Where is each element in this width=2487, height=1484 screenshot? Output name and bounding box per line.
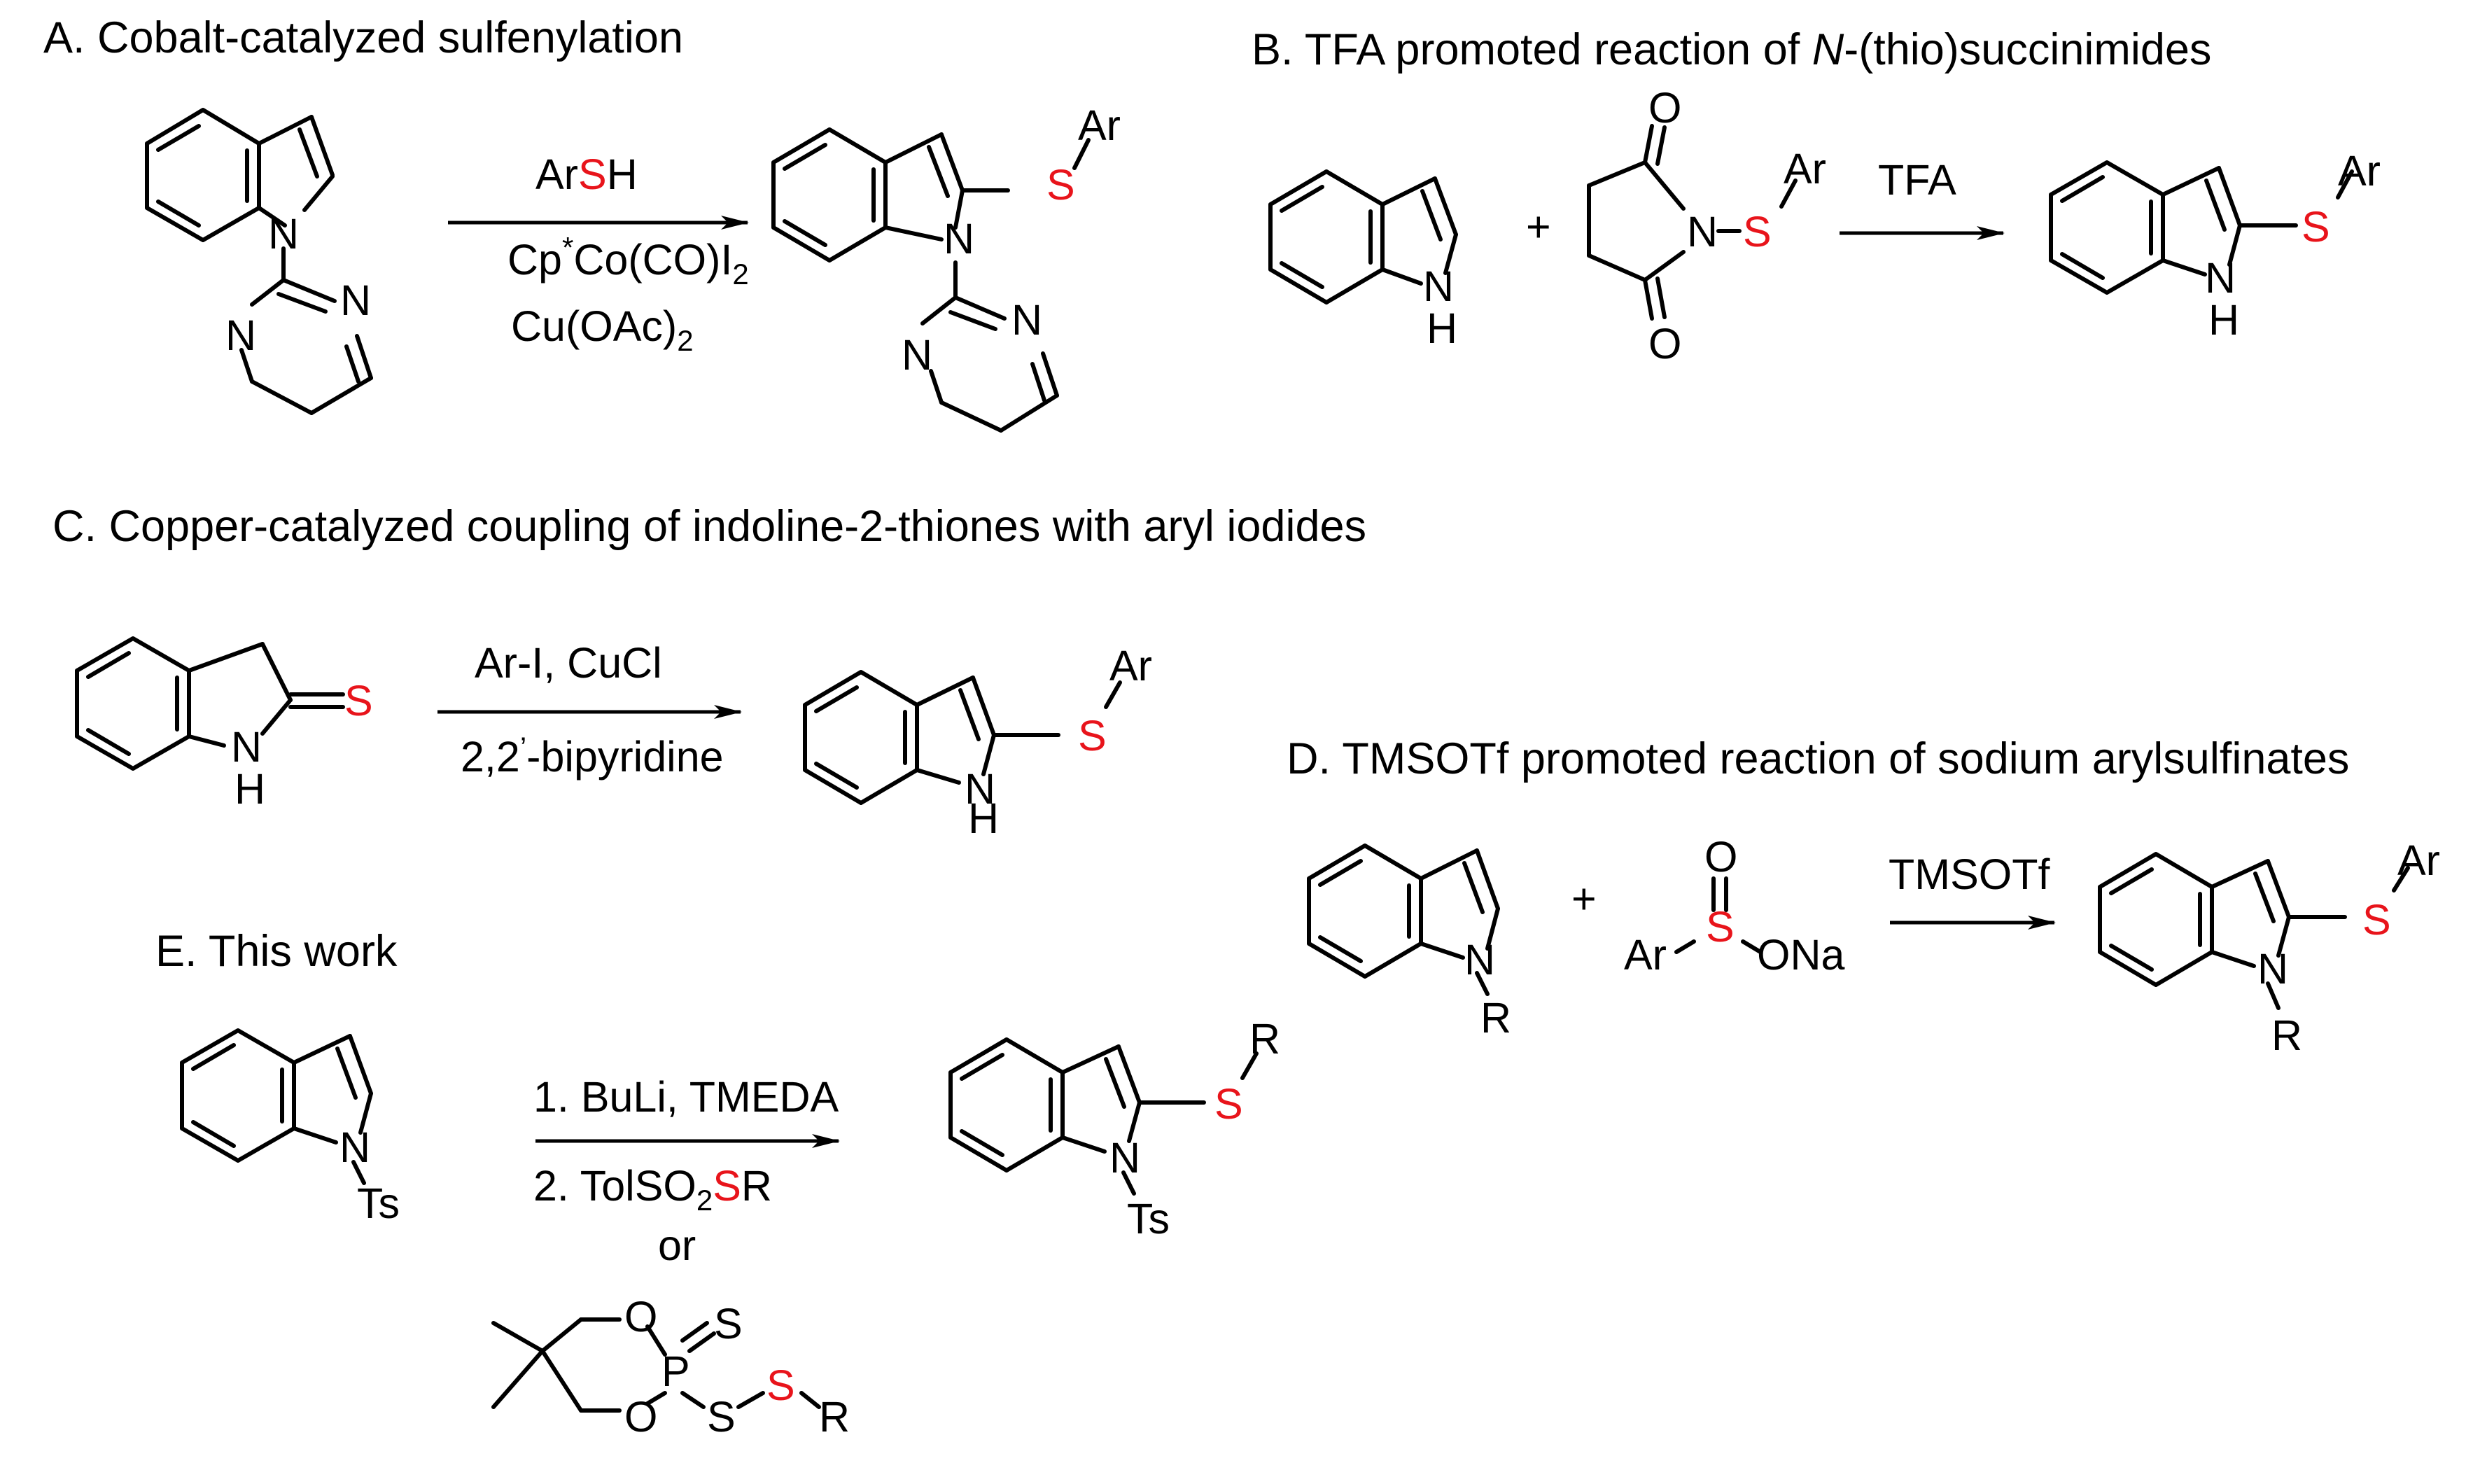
panel-b-indole-n: N	[1423, 262, 1454, 310]
panel-b-title: B. TFA promoted reaction of N-(thio)succ…	[1252, 25, 2211, 74]
panel-b-product-ar: Ar	[2338, 147, 2381, 195]
panel-d-sulfinate-o: O	[1704, 833, 1737, 881]
panel-a-reagent-copper: Cu(OAc)2	[511, 302, 694, 357]
panel-b-succinimide-o-bottom: O	[1648, 320, 1681, 368]
panel-b-product-n: N	[2205, 254, 2236, 302]
panel-c-product-ar: Ar	[1109, 642, 1152, 690]
panel-e-alt-reagent-structure	[491, 1317, 821, 1413]
panel-d-title: D. TMSOTf promoted reaction of sodium ar…	[1287, 734, 2349, 783]
panel-d-product-structure	[2098, 852, 2410, 1010]
panel-d-product-n: N	[2257, 945, 2288, 993]
panel-e-title: E. This work	[155, 927, 398, 976]
panel-e-product-r: R	[1249, 1015, 1280, 1063]
panel-b-indole-structure	[1268, 169, 1458, 304]
panel-e-product-s: S	[1214, 1080, 1243, 1128]
panel-c-product-s: S	[1078, 712, 1107, 760]
panel-d-sulfinate-ar: Ar	[1624, 931, 1667, 979]
panel-d-product-ar: Ar	[2397, 836, 2440, 884]
panel-e-reactant-ts: Ts	[357, 1180, 400, 1227]
panel-c-product-structure	[803, 670, 1122, 805]
panel-a-reactant-structure	[145, 108, 373, 415]
panel-a-reagent-cobalt: Cp*Co(CO)I2	[507, 231, 749, 290]
panel-a-product-n3: N	[1011, 296, 1042, 344]
panel-d-indole-r: R	[1480, 994, 1511, 1042]
panel-c-product-h: H	[968, 794, 999, 842]
panel-b-succinimide-n: N	[1687, 208, 1718, 255]
panel-d-indole-n: N	[1464, 936, 1495, 983]
panel-e-reactant-structure	[180, 1028, 373, 1185]
panel-e: E. This work N Ts 1. BuLi, TMEDA 2. TolS…	[155, 927, 1280, 1441]
panel-d-plus: +	[1571, 875, 1597, 923]
panel-e-alt-s-1: S	[707, 1393, 736, 1441]
panel-d-product-r: R	[2271, 1011, 2302, 1059]
panel-d-sulfinate-structure	[1674, 876, 1763, 954]
panel-c-product-n: N	[965, 765, 995, 813]
panel-e-alt-s-2: S	[766, 1362, 795, 1409]
panel-a-product-n2: N	[902, 331, 932, 379]
panel-e-alt-o-bottom: O	[624, 1393, 657, 1441]
panel-e-step-1: 1. BuLi, TMEDA	[533, 1073, 839, 1121]
panel-b-succinimide-structure	[1587, 124, 1798, 321]
panel-c-reagent-1: Ar-I, CuCl	[475, 639, 662, 687]
panel-e-alt-r: R	[819, 1393, 850, 1441]
panel-a-product-n1: N	[944, 215, 974, 262]
panel-d-reagent-tmsotf: TMSOTf	[1889, 850, 2050, 898]
panel-c-title: C. Copper-catalyzed coupling of indoline…	[52, 502, 1366, 551]
panel-a-reactant-n1: N	[268, 210, 299, 258]
panel-c-reactant-structure	[75, 636, 345, 771]
panel-d-product-s: S	[2362, 896, 2391, 944]
panel-e-reactant-n: N	[339, 1124, 370, 1171]
panel-b: B. TFA promoted reaction of N-(thio)succ…	[1252, 25, 2381, 368]
panel-e-product-ts: Ts	[1127, 1195, 1170, 1242]
panel-b-succinimide-o-top: O	[1648, 84, 1681, 132]
panel-a-product-s: S	[1046, 161, 1075, 209]
panel-d-sulfinate-ona: ONa	[1757, 931, 1845, 979]
panel-c-reactant-n: N	[231, 723, 262, 771]
panel-c: C. Copper-catalyzed coupling of indoline…	[52, 502, 1366, 842]
panel-d-sulfinate-s: S	[1706, 903, 1735, 951]
panel-e-alt-o-top: O	[624, 1293, 657, 1340]
panel-e-alt-s-thione: S	[714, 1300, 743, 1348]
panel-a: A. Cobalt-catalyzed sulfenylation N N N	[43, 13, 1121, 433]
panel-b-succinimide-ar: Ar	[1784, 145, 1826, 192]
panel-b-plus: +	[1526, 203, 1551, 251]
panel-e-product-n: N	[1109, 1134, 1140, 1182]
panel-b-product-s: S	[2302, 203, 2330, 251]
panel-e-product-structure	[948, 1037, 1259, 1196]
panel-e-alt-p: P	[661, 1348, 690, 1395]
panel-a-title: A. Cobalt-catalyzed sulfenylation	[43, 13, 683, 62]
panel-e-step-2: 2. TolSO2SR	[533, 1162, 772, 1217]
panel-b-product-structure	[2049, 160, 2354, 295]
panel-a-product-ar: Ar	[1078, 102, 1121, 149]
panel-a-reactant-n3: N	[340, 276, 371, 324]
panel-d-indole-structure	[1307, 844, 1500, 996]
panel-b-reagent-tfa: TFA	[1878, 156, 1956, 204]
panel-e-or: or	[658, 1222, 696, 1269]
panel-b-product-h: H	[2208, 296, 2239, 344]
panel-a-reactant-n2: N	[225, 312, 256, 359]
panel-c-reactant-h: H	[234, 765, 265, 813]
panel-a-reagent-arsh: ArSH	[535, 150, 638, 198]
panel-c-reactant-s: S	[344, 677, 373, 724]
panel-c-reagent-2: 2,2’-bipyridine	[461, 731, 724, 780]
panel-d: D. TMSOTf promoted reaction of sodium ar…	[1287, 734, 2440, 1059]
panel-b-indole-h: H	[1427, 304, 1457, 352]
panel-b-succinimide-s: S	[1743, 208, 1772, 255]
panel-a-product-structure	[771, 127, 1091, 433]
